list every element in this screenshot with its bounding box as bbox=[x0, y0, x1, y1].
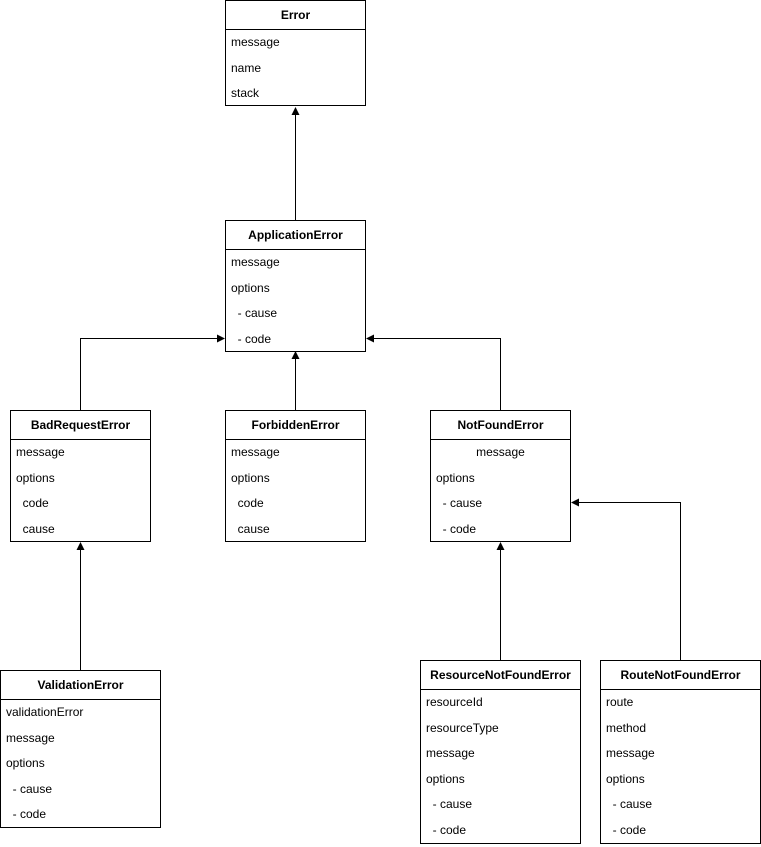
class-attribute: resourceType bbox=[426, 720, 499, 735]
class-attribute: - cause bbox=[6, 781, 53, 796]
class-error[interactable]: Error message name stack bbox=[225, 0, 366, 106]
class-attribute: message bbox=[606, 746, 655, 760]
class-name: RouteNotFoundError bbox=[601, 661, 760, 690]
class-attribute: options bbox=[231, 280, 270, 295]
class-attribute: message bbox=[426, 746, 475, 760]
class-attribute: route bbox=[606, 695, 634, 709]
class-application-error[interactable]: ApplicationError message options - cause… bbox=[225, 220, 366, 352]
class-attribute: options bbox=[606, 771, 645, 786]
class-attribute: message bbox=[476, 445, 525, 459]
class-attribute: method bbox=[606, 720, 647, 735]
class-attribute: options bbox=[231, 470, 270, 485]
class-attribute: stack bbox=[231, 86, 260, 100]
class-attribute: - cause bbox=[436, 496, 483, 510]
class-not-found-error[interactable]: NotFoundError message options - cause - … bbox=[430, 410, 571, 542]
class-bad-request-error[interactable]: BadRequestError message options code cau… bbox=[10, 410, 151, 542]
class-attribute: - code bbox=[6, 807, 47, 821]
class-attribute: - code bbox=[606, 822, 647, 837]
class-attribute: cause bbox=[231, 521, 270, 536]
class-validation-error[interactable]: ValidationError validationError message … bbox=[0, 670, 161, 828]
class-attribute: cause bbox=[16, 521, 55, 536]
class-forbidden-error[interactable]: ForbiddenError message options code caus… bbox=[225, 410, 366, 542]
class-attribute: message bbox=[231, 445, 280, 459]
class-attribute: message bbox=[231, 255, 280, 269]
class-route-not-found-error[interactable]: RouteNotFoundError route method message … bbox=[600, 660, 761, 844]
class-attribute: options bbox=[436, 470, 475, 485]
class-attribute: resourceId bbox=[426, 695, 483, 709]
class-attribute: code bbox=[231, 496, 264, 510]
class-attribute: options bbox=[6, 756, 45, 770]
class-name: BadRequestError bbox=[11, 411, 150, 440]
class-name: ApplicationError bbox=[226, 221, 365, 250]
class-attribute: - code bbox=[231, 331, 272, 346]
class-attribute: message bbox=[231, 35, 280, 49]
arrow-notfound-to-application bbox=[366, 334, 501, 410]
class-name: ValidationError bbox=[1, 671, 160, 700]
arrow-routenotfound-to-notfound bbox=[571, 498, 681, 660]
class-attribute: name bbox=[231, 60, 262, 75]
class-attribute: validationError bbox=[6, 705, 84, 719]
class-attribute: - cause bbox=[426, 797, 473, 811]
class-attribute: message bbox=[16, 445, 65, 459]
class-attribute: options bbox=[16, 470, 55, 485]
class-attribute: - code bbox=[426, 822, 467, 837]
class-name: NotFoundError bbox=[431, 411, 570, 440]
class-name: ForbiddenError bbox=[226, 411, 365, 440]
class-attribute: - cause bbox=[231, 306, 278, 320]
class-attribute: options bbox=[426, 771, 465, 786]
class-attribute: code bbox=[16, 496, 49, 510]
class-attribute: message bbox=[6, 730, 55, 745]
arrow-badrequest-to-application bbox=[80, 334, 225, 410]
class-name: Error bbox=[226, 1, 365, 30]
class-attribute: - cause bbox=[606, 797, 653, 811]
class-resource-not-found-error[interactable]: ResourceNotFoundError resourceId resourc… bbox=[420, 660, 581, 844]
class-name: ResourceNotFoundError bbox=[421, 661, 580, 690]
class-attribute: - code bbox=[436, 521, 477, 536]
